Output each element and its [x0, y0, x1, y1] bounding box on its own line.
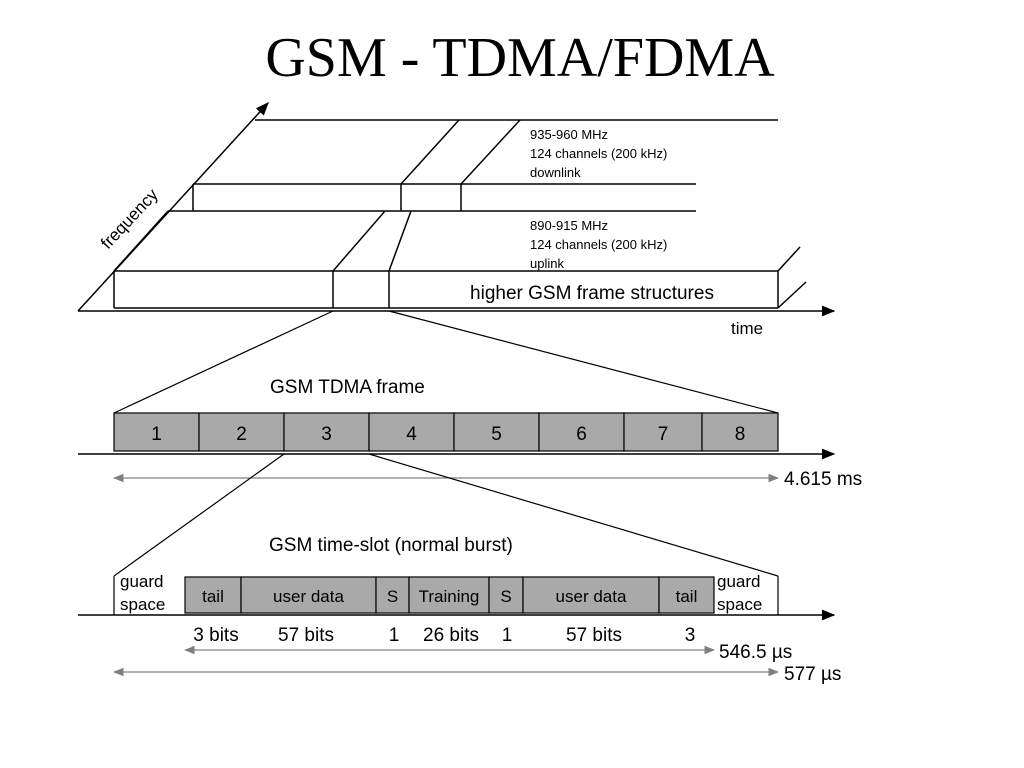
guard-space-right-line2: space	[717, 595, 762, 614]
frequency-axis	[77, 102, 269, 312]
burst-field-label: Training	[419, 587, 480, 606]
time-slot-title: GSM time-slot (normal burst)	[269, 535, 513, 556]
burst-field	[522, 576, 660, 614]
uplink-label: uplink	[530, 256, 564, 271]
tdma-slot	[538, 412, 625, 452]
burst-field	[658, 576, 715, 614]
burst-field-label: tail	[676, 587, 698, 606]
zoom-lines-frame	[113, 310, 779, 414]
guard-space-right-line1: guard	[717, 572, 760, 591]
tdma-slot-number: 2	[236, 424, 247, 445]
uplink-freq: 890-915 MHz	[530, 218, 608, 233]
tdma-slots: 1 2 3 4 5 6 7 8	[113, 412, 779, 452]
downlink-channels: 124 channels (200 kHz)	[530, 146, 667, 161]
tdma-slot	[453, 412, 540, 452]
burst-field-bits: 57 bits	[566, 625, 622, 646]
burst-field-label: S	[387, 587, 398, 606]
tdma-frame-title: GSM TDMA frame	[270, 377, 425, 398]
burst-field-label: user data	[273, 587, 344, 606]
tdma-slot	[283, 412, 370, 452]
burst-field	[488, 576, 524, 614]
tdma-slot-number: 5	[491, 424, 502, 445]
zoom-lines-slot	[113, 453, 779, 577]
tdma-slot	[368, 412, 455, 452]
frame-duration-label: 4.615 ms	[784, 469, 862, 490]
fdma-section	[77, 102, 836, 317]
tdma-slot	[113, 412, 200, 452]
burst-field-bits: 57 bits	[278, 625, 334, 646]
burst-field-label: user data	[556, 587, 627, 606]
tdma-slot	[701, 412, 779, 452]
burst-field-bits: 26 bits	[423, 625, 479, 646]
downlink-label: downlink	[530, 165, 581, 180]
guard-space-left-line2: space	[120, 595, 165, 614]
time-axis-label: time	[731, 319, 763, 338]
uplink-channels: 124 channels (200 kHz)	[530, 237, 667, 252]
frequency-axis-label: frequency	[97, 185, 162, 253]
burst-field-bits: 3 bits	[193, 625, 238, 646]
page-title: GSM - TDMA/FDMA	[265, 27, 775, 89]
tdma-slot-number: 4	[406, 424, 417, 445]
burst-field-bits: 3	[685, 625, 696, 646]
burst-field	[408, 576, 490, 614]
slot-duration-label: 577 µs	[784, 664, 841, 685]
tdma-slot	[623, 412, 703, 452]
tdma-slot	[198, 412, 285, 452]
tdma-slot-number: 6	[576, 424, 587, 445]
tdma-slot-number: 1	[151, 424, 162, 445]
downlink-freq: 935-960 MHz	[530, 127, 608, 142]
higher-frame-structures-label: higher GSM frame structures	[470, 283, 714, 304]
burst-field-label: tail	[202, 587, 224, 606]
tdma-slot-number: 8	[735, 424, 746, 445]
burst-field	[240, 576, 377, 614]
tdma-slot-number: 7	[658, 424, 669, 445]
guard-space-left-line1: guard	[120, 572, 163, 591]
burst-bit-counts: 3 bits 57 bits 1 26 bits 1 57 bits 3	[193, 625, 695, 646]
tdma-slot-number: 3	[321, 424, 332, 445]
burst-field-bits: 1	[389, 625, 400, 646]
burst-field	[375, 576, 410, 614]
burst-field-label: S	[500, 587, 511, 606]
burst-field-bits: 1	[502, 625, 513, 646]
burst-duration-label: 546.5 µs	[719, 642, 792, 663]
